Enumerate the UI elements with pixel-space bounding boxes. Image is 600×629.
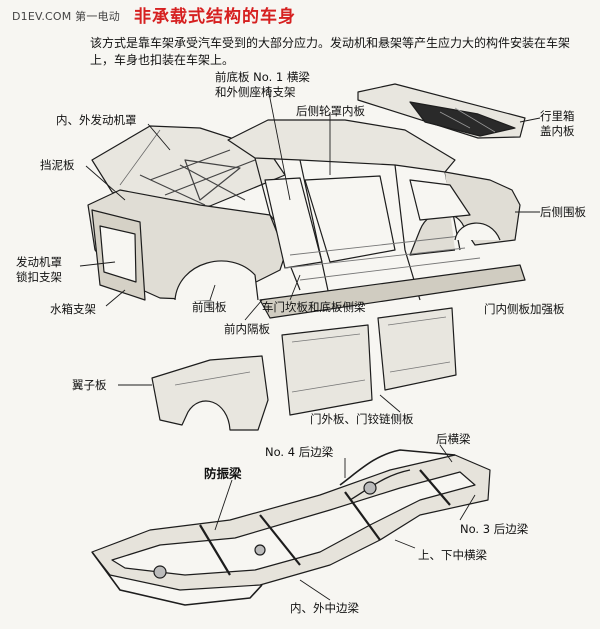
car-body-shell-drawing bbox=[87, 119, 526, 319]
label-trunk-lid-inner: 行里箱 bbox=[540, 109, 575, 123]
leader-lines bbox=[79, 87, 541, 601]
front-fender-drawing bbox=[151, 355, 269, 431]
label-door-outer-hinge: 门外板、门铰链侧板 bbox=[310, 412, 414, 426]
label-rear-crossmember: 后横梁 bbox=[436, 432, 471, 446]
label-hood: 内、外发动机罩 bbox=[56, 113, 137, 127]
label-rear-side-panel: 后侧围板 bbox=[540, 205, 586, 219]
label-rocker-floor: 车门坎板和底板侧梁 bbox=[262, 300, 366, 314]
frame-chassis-drawing bbox=[91, 449, 491, 606]
label-anti-vibration-beam: 防振梁 bbox=[204, 466, 242, 481]
rear-door-drawing bbox=[377, 307, 457, 391]
label-radiator-support: 水箱支架 bbox=[50, 302, 96, 316]
front-door-drawing bbox=[281, 324, 373, 416]
label-door-inner-reinforcement: 门内侧板加强板 bbox=[484, 302, 565, 316]
label-inner-outer-middle-rail: 内、外中边梁 bbox=[290, 601, 359, 615]
label-front-floor-beam: 前底板 No. 1 横梁 bbox=[215, 70, 310, 84]
label-no3-rear-rail: No. 3 后边梁 bbox=[460, 522, 529, 536]
label-cowl: 前围板 bbox=[192, 300, 227, 314]
label-front-floor-beam-2: 和外侧座椅支架 bbox=[215, 85, 296, 99]
diagram-title: 非承载式结构的车身 bbox=[134, 7, 296, 27]
label-rear-wheel-inner: 后侧轮罩内板 bbox=[296, 104, 365, 118]
label-dash-panel: 前内隔板 bbox=[224, 322, 270, 336]
description-text: 该方式是靠车架承受汽车受到的大部分应力。发动机和悬架等产生应力大的构件安装在车架… bbox=[90, 36, 571, 67]
label-no4-rear-rail: No. 4 后边梁 bbox=[265, 445, 334, 459]
label-fender-apron: 挡泥板 bbox=[40, 158, 75, 172]
label-hood-lock-support: 发动机罩 bbox=[16, 255, 62, 269]
trunk-lid-drawing bbox=[357, 83, 526, 139]
label-front-fender: 翼子板 bbox=[72, 378, 107, 392]
watermark: D1EV.COM 第一电动 bbox=[12, 10, 120, 23]
label-trunk-lid-inner-2: 盖内板 bbox=[540, 124, 575, 138]
label-hood-lock-support-2: 锁扣支架 bbox=[16, 270, 62, 284]
label-upper-lower-crossmember: 上、下中横梁 bbox=[418, 548, 487, 562]
